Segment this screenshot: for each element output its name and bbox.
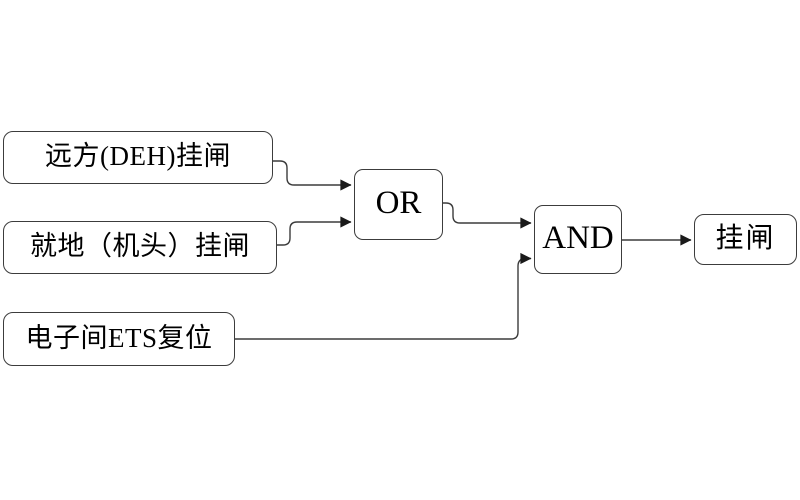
flow-node-latch-output: 挂闸 <box>694 214 797 265</box>
connector-ets-to-and <box>235 252 532 340</box>
node-label: 就地（机头）挂闸 <box>30 231 250 261</box>
gate-label: OR <box>375 185 422 221</box>
and-gate: AND <box>534 205 622 274</box>
node-label: 远方(DEH)挂闸 <box>45 141 231 171</box>
flow-node-remote-deh-latch: 远方(DEH)挂闸 <box>3 131 273 184</box>
connector-local-to-or <box>277 216 352 246</box>
or-gate: OR <box>354 169 443 240</box>
flow-node-local-head-latch: 就地（机头）挂闸 <box>3 221 277 274</box>
node-label: 电子间ETS复位 <box>25 322 213 353</box>
node-label: 挂闸 <box>715 222 776 254</box>
flow-node-ets-reset: 电子间ETS复位 <box>3 312 235 366</box>
connector-or-to-and <box>443 202 532 229</box>
gate-label: AND <box>542 220 614 256</box>
connector-remote-to-or <box>273 160 352 191</box>
